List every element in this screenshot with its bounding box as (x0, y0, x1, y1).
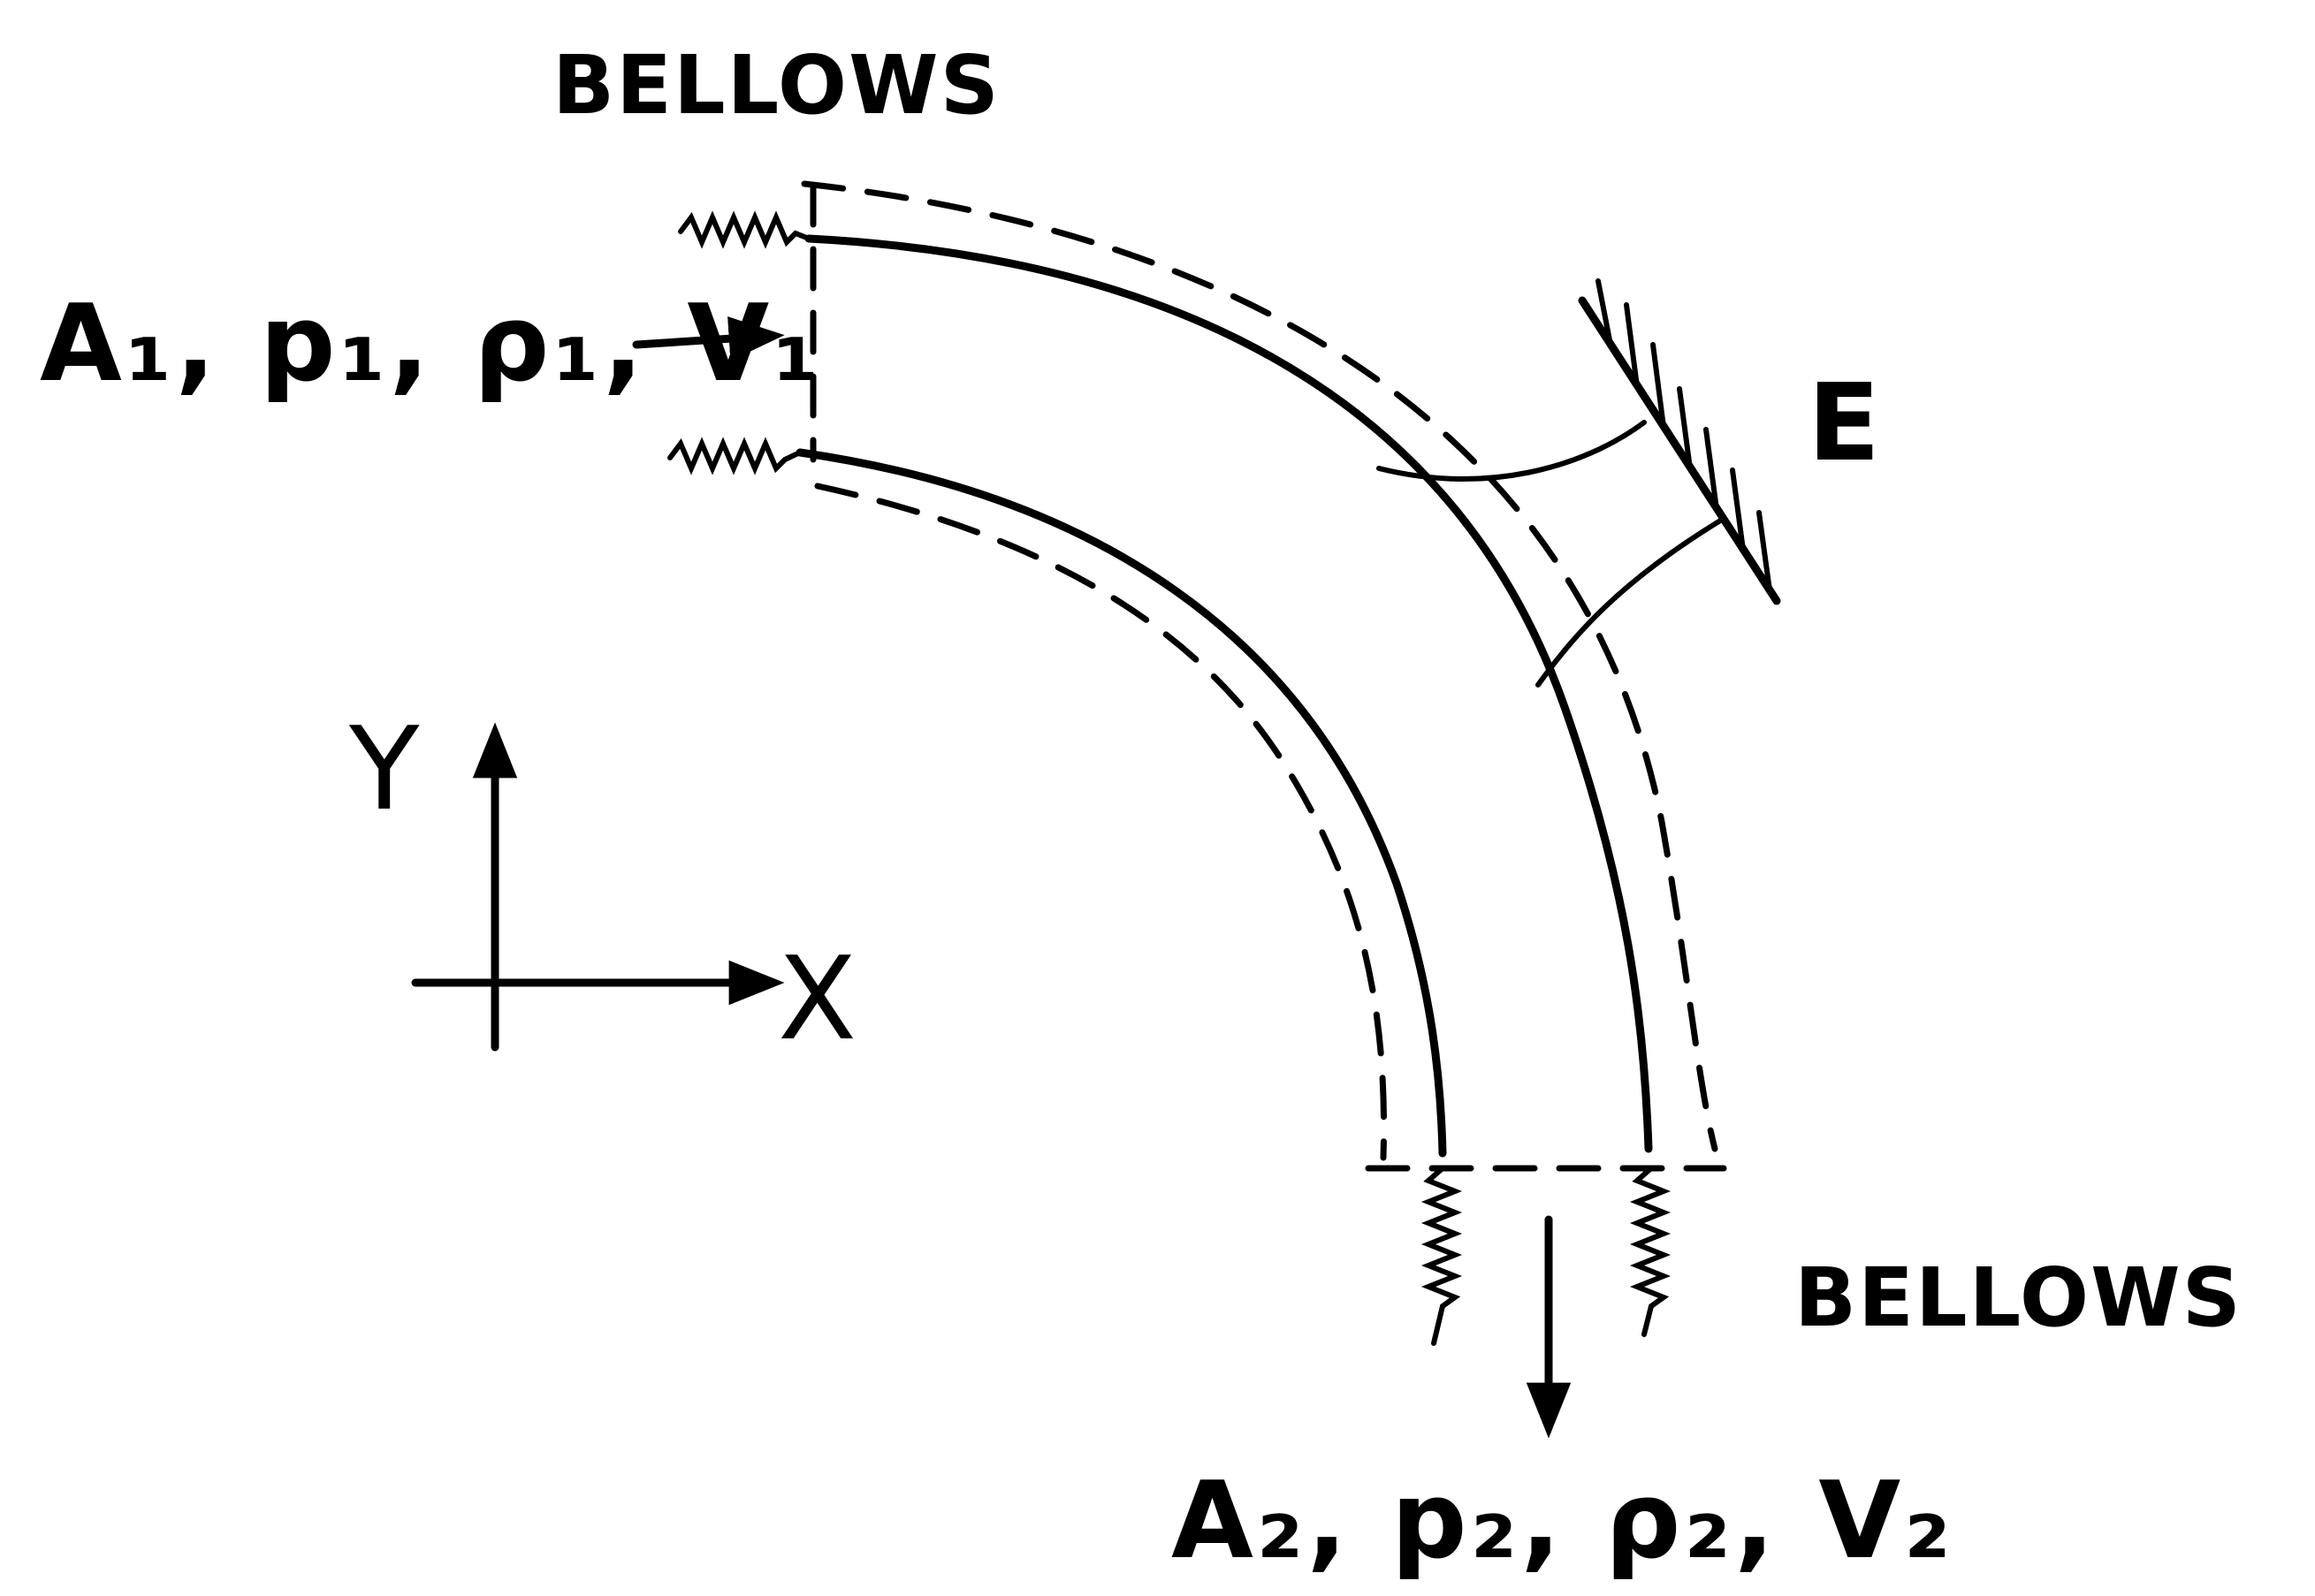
inlet-bellows-upper (678, 210, 811, 249)
bellows-label-bottom: BELLOWS (1794, 1250, 2243, 1345)
bellows-label-top: BELLOWS (552, 38, 1001, 133)
outlet-bellows-left (1420, 1166, 1463, 1346)
control-volume-outer (801, 180, 1718, 1152)
pipe-outer-wall (804, 234, 1653, 1153)
inlet-label: A₁, p₁, ρ₁, V₁ (40, 283, 823, 406)
pipe-inner-wall (796, 448, 1447, 1158)
outlet-label: A₂, p₂, ρ₂, V₂ (1171, 1460, 1954, 1583)
outlet-bellows-right (1629, 1166, 1672, 1337)
control-volume-inner (814, 483, 1387, 1161)
support-strut-lower (1535, 517, 1725, 688)
y-axis-label: Y (348, 702, 420, 836)
fixed-wall-e (1578, 278, 1781, 605)
wall-label: E (1808, 362, 1884, 485)
x-axis-label: X (778, 931, 857, 1066)
support-strut-upper (1376, 420, 1647, 482)
inlet-flow-arrow (632, 316, 785, 361)
inlet-bellows-lower (667, 437, 803, 475)
